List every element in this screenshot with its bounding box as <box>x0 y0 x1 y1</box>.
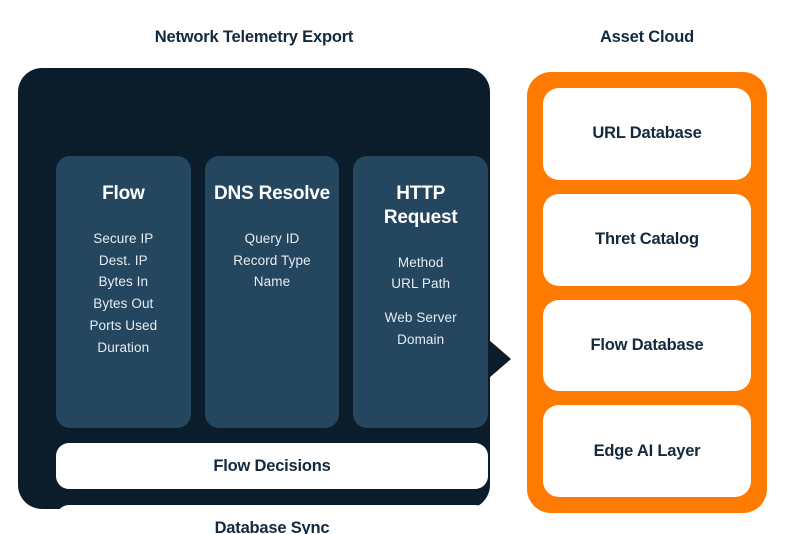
asset-card-thret-catalog[interactable]: Thret Catalog <box>543 193 751 286</box>
protocol-card-dns-resolve[interactable]: DNS Resolve Query ID Record Type Name <box>204 156 340 428</box>
protocol-field: Bytes In <box>98 274 149 290</box>
protocol-field-list: Query ID Record Type Name <box>213 228 332 294</box>
protocol-cards-row: Flow Secure IP Dest. IP Bytes In Bytes O… <box>56 156 489 428</box>
protocol-card-title: HTTP Request <box>383 183 458 228</box>
protocol-card-flow[interactable]: Flow Secure IP Dest. IP Bytes In Bytes O… <box>56 156 191 428</box>
process-bar-database-sync[interactable]: Database Sync <box>56 505 488 534</box>
protocol-card-title: Flow <box>102 183 145 204</box>
protocol-field-list: Method URL Path Web Server Domain <box>361 252 480 351</box>
protocol-field: Name <box>253 274 291 290</box>
protocol-field-list: Secure IP Dest. IP Bytes In Bytes Out Po… <box>64 228 183 359</box>
protocol-field: Record Type <box>233 252 311 268</box>
protocol-field: Web Server Domain <box>384 310 457 348</box>
protocol-field: Query ID <box>244 230 300 246</box>
asset-cloud-panel: URL Database Thret Catalog Flow Database… <box>527 72 767 513</box>
asset-card-edge-ai-layer[interactable]: Edge AI Layer <box>543 405 751 497</box>
protocol-card-title: DNS Resolve <box>213 183 331 204</box>
protocol-card-http-request[interactable]: HTTP Request Method URL Path Web Server … <box>353 156 489 428</box>
network-telemetry-export-panel: Flow Secure IP Dest. IP Bytes In Bytes O… <box>18 68 511 534</box>
left-section-heading: Network Telemetry Export <box>154 28 354 46</box>
protocol-field: Duration <box>97 340 150 356</box>
protocol-field: URL Path <box>391 276 451 292</box>
arrow-right-icon <box>489 340 511 378</box>
right-section-heading: Asset Cloud <box>599 28 695 46</box>
protocol-field: Secure IP <box>93 230 154 246</box>
asset-card-flow-database[interactable]: Flow Database <box>543 299 751 392</box>
protocol-field: Ports Used <box>89 318 158 334</box>
protocol-field: Dest. IP <box>98 252 148 268</box>
process-bar-flow-decisions[interactable]: Flow Decisions <box>56 443 488 489</box>
protocol-field: Bytes Out <box>93 296 154 312</box>
asset-card-url-database[interactable]: URL Database <box>543 88 751 180</box>
protocol-field: Method <box>397 254 444 270</box>
